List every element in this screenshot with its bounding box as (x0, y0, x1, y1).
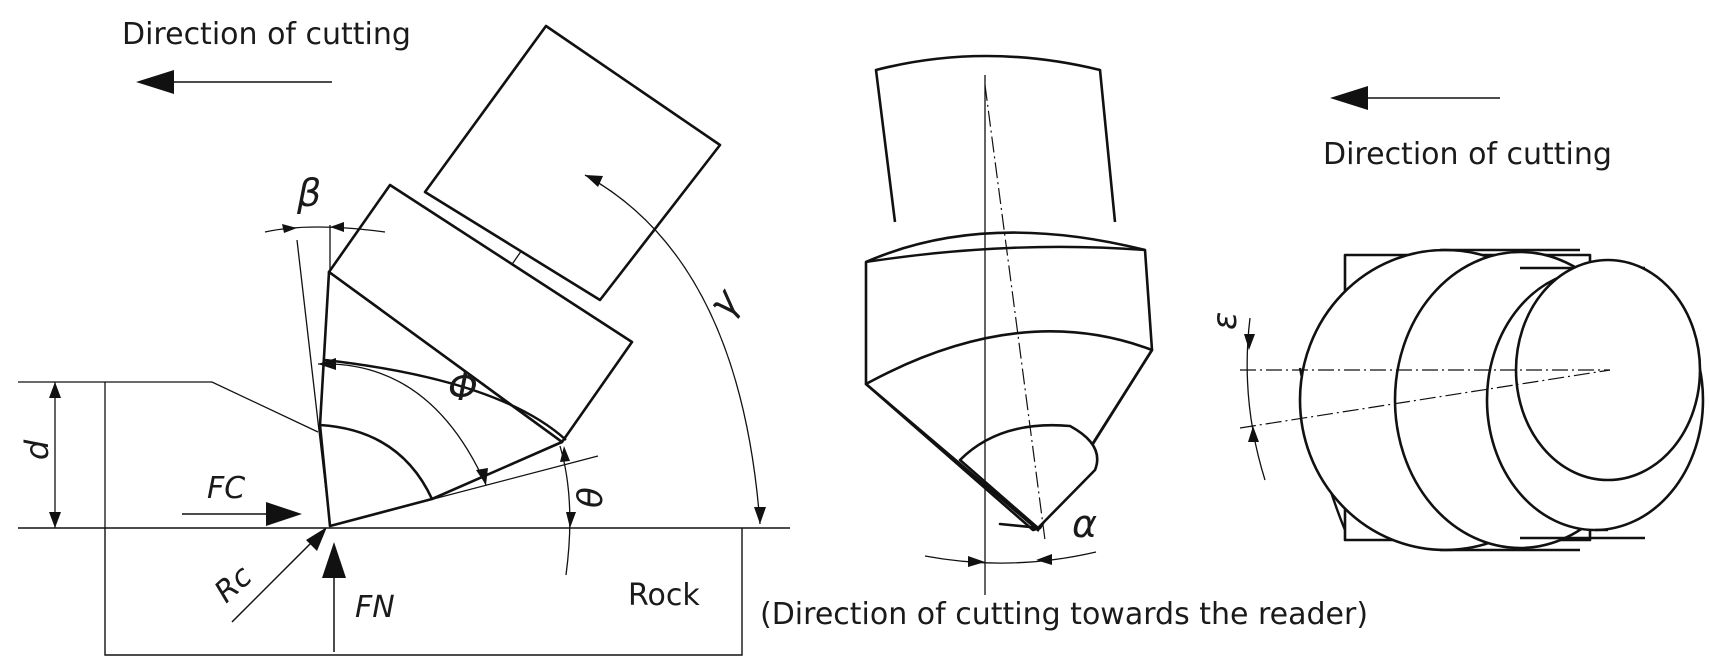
cone-outline (865, 349, 1154, 532)
force-fc-label: FC (207, 471, 245, 506)
direction-towards-reader-label: (Direction of cutting towards the reader… (760, 597, 1368, 632)
beta-label: β (296, 171, 321, 215)
collar-top-edge (865, 245, 1146, 264)
front-tilted-axis (984, 84, 1046, 541)
phi-label: Φ (448, 365, 478, 409)
rock-block (18, 381, 790, 656)
side-view: Direction of cutting Rock d (18, 17, 790, 656)
theta-label: θ (571, 487, 611, 508)
force-fn-arrow-icon (322, 542, 346, 652)
epsilon-angle-arc (1244, 317, 1266, 481)
alpha-label: α (1072, 502, 1097, 546)
pick-shank (423, 24, 722, 302)
direction-arrow-left-icon (136, 70, 332, 94)
depth-label: d (18, 439, 56, 460)
front-pick-body (864, 54, 1154, 532)
pick-tip-cone (318, 270, 564, 528)
depth-dimension (49, 382, 61, 528)
end-pick-body (1298, 248, 1705, 552)
direction-arrow-right-icon (1330, 86, 1500, 110)
force-fc-arrow-icon (182, 502, 302, 526)
end-view: Direction of cutting ε (1205, 86, 1705, 552)
rock-label: Rock (628, 578, 700, 613)
theta-angle-arc (559, 445, 576, 576)
gamma-angle-arc (584, 174, 766, 525)
pick-tool (318, 24, 722, 528)
cone-shoulder-edge (324, 358, 567, 441)
direction-label-right: Direction of cutting (1323, 137, 1612, 172)
front-shank (874, 54, 1117, 223)
end-tilted-axis (1239, 369, 1611, 429)
epsilon-label: ε (1205, 312, 1245, 330)
gamma-label: γ (699, 279, 749, 325)
alpha-angle-arc (924, 551, 1097, 567)
direction-label-left: Direction of cutting (122, 17, 411, 52)
front-view: α (Direction of cutting towards the read… (760, 54, 1368, 632)
phi-angle-arc (317, 358, 488, 486)
beta-angle-arc (264, 222, 386, 233)
force-fn-label: FN (355, 590, 395, 625)
resultant-rc-arrow-icon (231, 527, 327, 623)
tip-insert-edge (319, 423, 434, 500)
